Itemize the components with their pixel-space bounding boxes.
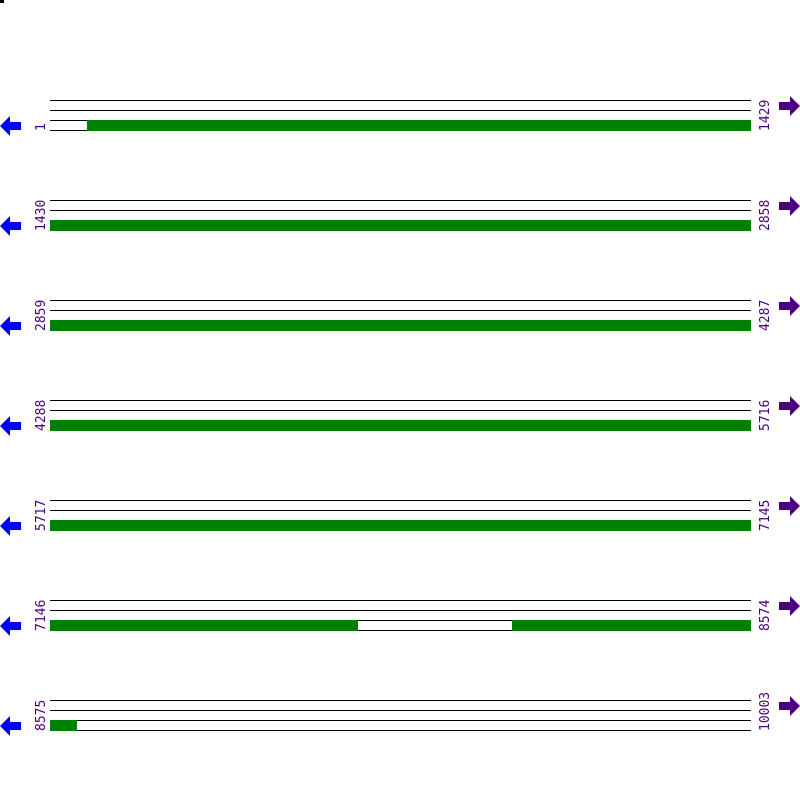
- sequence-row: 7146 8574: [0, 596, 800, 640]
- feature-segment: [50, 220, 751, 231]
- sequence-row: 5717 7145: [0, 496, 800, 540]
- left-arrow-icon[interactable]: [0, 715, 22, 737]
- start-position-label: 1: [34, 123, 49, 131]
- track-line: [50, 410, 751, 411]
- left-arrow-icon[interactable]: [0, 315, 22, 337]
- start-position-label: 8575: [34, 699, 49, 731]
- track-line: [50, 300, 751, 301]
- end-position-label: 2858: [758, 199, 773, 231]
- start-position-label: 4288: [34, 399, 49, 431]
- left-arrow-icon[interactable]: [0, 215, 22, 237]
- track-line: [50, 500, 751, 501]
- feature-track: [50, 420, 751, 431]
- left-arrow-icon[interactable]: [0, 115, 22, 137]
- track-line: [50, 400, 751, 401]
- right-arrow-icon[interactable]: [778, 495, 800, 517]
- start-position-label: 2859: [34, 299, 49, 331]
- track-line: [50, 710, 751, 711]
- right-arrow-icon[interactable]: [778, 195, 800, 217]
- feature-track: [50, 620, 751, 631]
- start-position-label: 1430: [34, 199, 49, 231]
- track-line: [50, 600, 751, 601]
- end-position-label: 1429: [758, 99, 773, 131]
- right-arrow-icon[interactable]: [778, 695, 800, 717]
- right-arrow-icon[interactable]: [778, 95, 800, 117]
- feature-track: [50, 520, 751, 531]
- corner-mark: [0, 0, 4, 3]
- track-line: [50, 110, 751, 111]
- feature-segment: [50, 620, 358, 631]
- sequence-row: 4288 5716: [0, 396, 800, 440]
- sequence-row: 1430 2858: [0, 196, 800, 240]
- feature-segment: [50, 320, 751, 331]
- end-position-label: 7145: [758, 499, 773, 531]
- end-position-label: 10003: [758, 691, 773, 731]
- feature-segment: [50, 520, 751, 531]
- track-line: [50, 610, 751, 611]
- left-arrow-icon[interactable]: [0, 415, 22, 437]
- feature-segment: [512, 620, 751, 631]
- left-arrow-icon[interactable]: [0, 615, 22, 637]
- right-arrow-icon[interactable]: [778, 395, 800, 417]
- feature-segment: [50, 420, 751, 431]
- sequence-row: 1 1429: [0, 96, 800, 140]
- track-line: [50, 700, 751, 701]
- feature-track: [50, 320, 751, 331]
- end-position-label: 5716: [758, 399, 773, 431]
- feature-track: [50, 220, 751, 231]
- feature-segment: [87, 120, 751, 131]
- start-position-label: 7146: [34, 599, 49, 631]
- feature-track: [50, 720, 751, 731]
- end-position-label: 4287: [758, 299, 773, 331]
- track-line: [50, 310, 751, 311]
- track-line: [50, 100, 751, 101]
- feature-track: [50, 120, 751, 131]
- end-position-label: 8574: [758, 599, 773, 631]
- sequence-row: 8575 10003: [0, 692, 800, 740]
- left-arrow-icon[interactable]: [0, 515, 22, 537]
- right-arrow-icon[interactable]: [778, 295, 800, 317]
- start-position-label: 5717: [34, 499, 49, 531]
- track-line: [50, 210, 751, 211]
- feature-segment: [50, 720, 77, 731]
- sequence-row: 2859 4287: [0, 296, 800, 340]
- track-line: [50, 200, 751, 201]
- track-line: [50, 510, 751, 511]
- right-arrow-icon[interactable]: [778, 595, 800, 617]
